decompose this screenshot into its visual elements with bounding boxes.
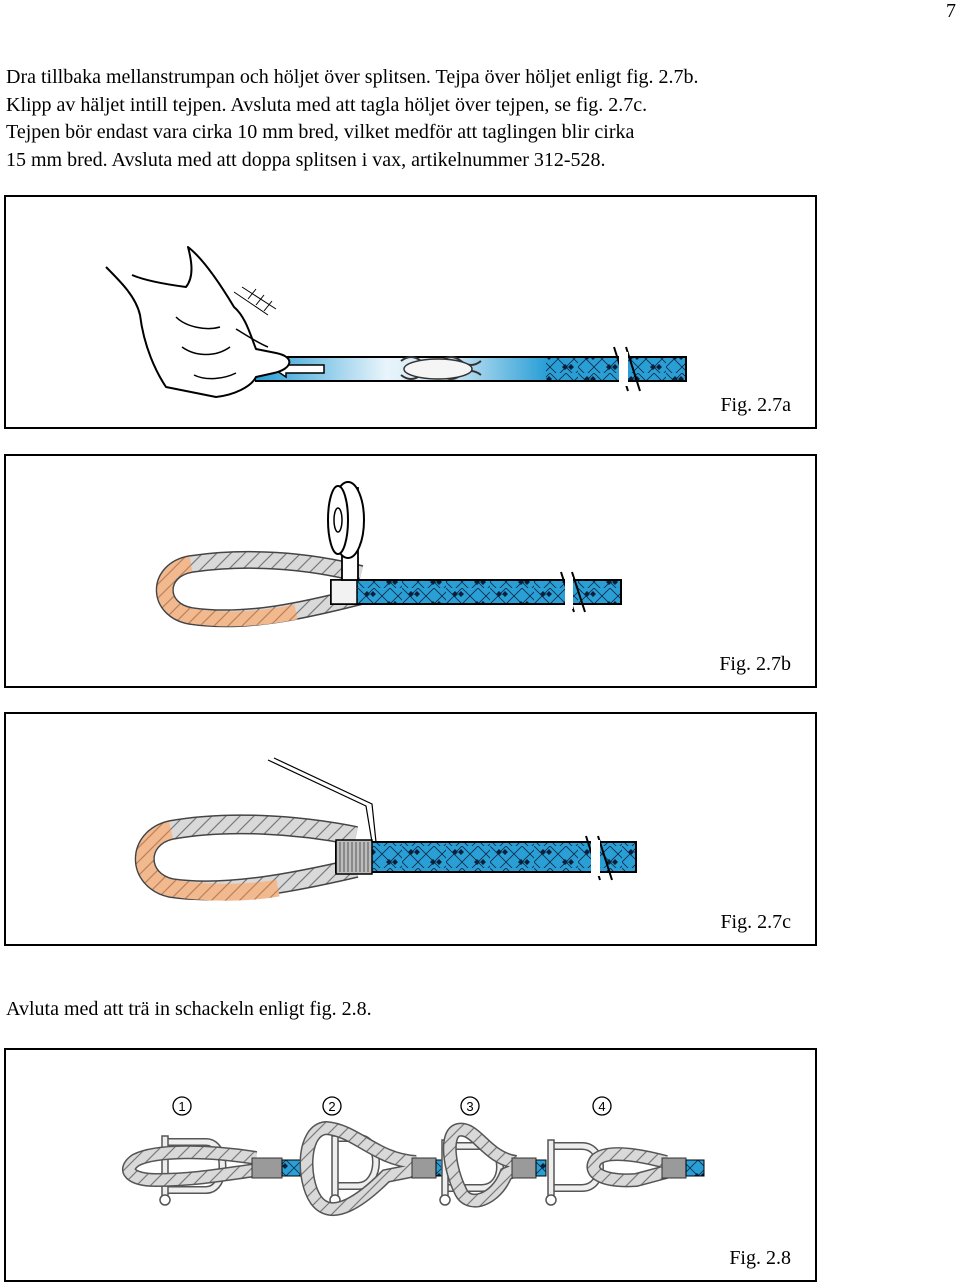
figure-2-7c: Fig. 2.7c bbox=[4, 712, 817, 946]
figure-caption: Fig. 2.8 bbox=[729, 1247, 791, 1269]
hand-pulling-cover-illustration bbox=[105, 246, 687, 398]
intro-line: Klipp av häljet intill tejpen. Avsluta m… bbox=[6, 93, 648, 116]
shackle-step-4 bbox=[545, 1139, 705, 1206]
figure-caption: Fig. 2.7c bbox=[720, 911, 791, 933]
shackle-step-2 bbox=[299, 1120, 453, 1217]
tape-roll-splice-illustration bbox=[155, 481, 622, 628]
step-number: 3 bbox=[466, 1099, 473, 1114]
figure-2-7a: Fig. 2.7a bbox=[4, 195, 817, 429]
shackle-steps-illustration: 1 2 3 4 bbox=[122, 1096, 705, 1217]
step-marker: 1 bbox=[172, 1096, 192, 1116]
step-number: 2 bbox=[328, 1099, 335, 1114]
figure-caption: Fig. 2.7a bbox=[720, 394, 791, 416]
whipping-splice-illustration bbox=[134, 757, 637, 901]
figure-2-7b: Fig. 2.7b bbox=[4, 454, 817, 688]
page-number: 7 bbox=[946, 0, 956, 22]
shackle-step-3 bbox=[439, 1122, 547, 1208]
step-number: 4 bbox=[598, 1099, 605, 1114]
step-number: 1 bbox=[178, 1099, 185, 1114]
step-marker: 4 bbox=[592, 1096, 612, 1116]
intro-line: Tejpen bör endast vara cirka 10 mm bred,… bbox=[6, 121, 635, 143]
step-marker: 3 bbox=[460, 1096, 480, 1116]
figure-2-8: 1 2 3 4 bbox=[4, 1048, 817, 1282]
intro-line: 15 mm bred. Avsluta med att doppa splits… bbox=[6, 148, 606, 171]
intro-line: Dra tillbaka mellanstrumpan och höljet ö… bbox=[6, 66, 699, 88]
intro-paragraph: Dra tillbaka mellanstrumpan och höljet ö… bbox=[6, 64, 946, 174]
figure-caption: Fig. 2.7b bbox=[719, 653, 791, 675]
outro-text: Avluta med att trä in schackeln enligt f… bbox=[6, 998, 372, 1020]
shackle-step-1 bbox=[122, 1135, 303, 1206]
step-marker: 2 bbox=[322, 1096, 342, 1116]
